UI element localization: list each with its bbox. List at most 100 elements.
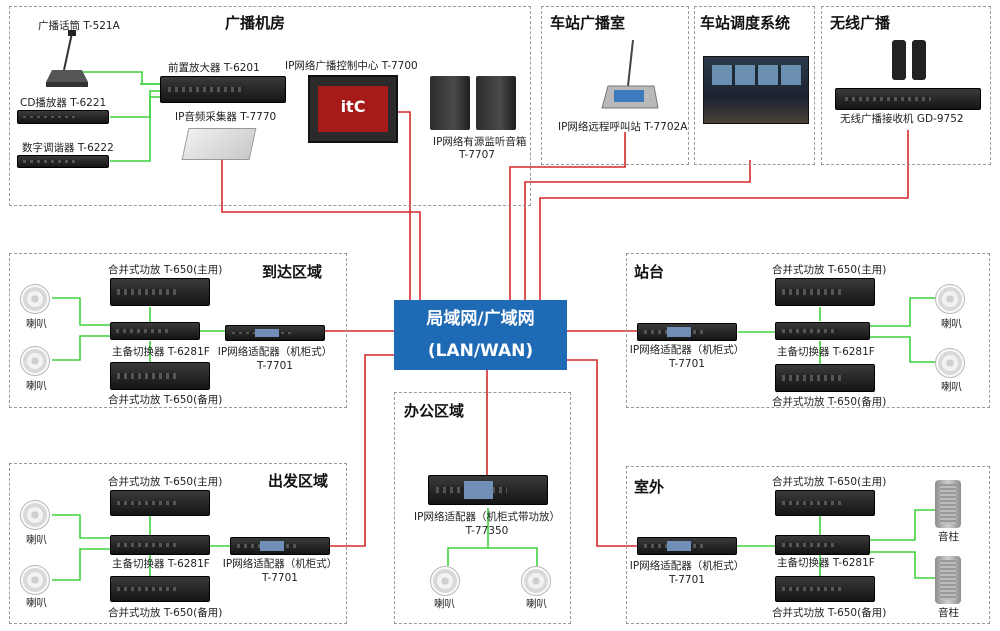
audio-line [870, 509, 935, 541]
arrival-speaker-label: 喇叭 [26, 380, 47, 392]
zone-title-arrival: 到达区域 [262, 263, 323, 281]
zone-office [394, 392, 571, 624]
zone-title-dispatch: 车站调度系统 [700, 14, 791, 32]
zone-dispatch [694, 6, 815, 165]
arrival-speaker-label: 喇叭 [26, 318, 47, 330]
outdoor-amp-main [775, 490, 875, 516]
network-label: 局域网/广域网 [426, 309, 535, 329]
control-center: itC [308, 75, 398, 143]
tuner-label: 数字调谐器 T-6222 [22, 142, 114, 154]
departure-ip-adapter [230, 537, 330, 555]
departure-adapter-model: T-7701 [262, 572, 298, 584]
monitor-speaker-right [476, 76, 516, 130]
outdoor-adapter-model: T-7701 [669, 574, 705, 586]
office-adapter-label: IP网络适配器（机柜式带功放） [414, 511, 560, 523]
arrival-switcher-label: 主备切换器 T-6281F [112, 346, 210, 358]
arrival-switcher [110, 322, 200, 340]
office-speaker-icon [430, 566, 460, 596]
platform-speaker-label: 喇叭 [941, 381, 962, 393]
arrival-adapter-model: T-7701 [257, 360, 293, 372]
office-speaker-label: 喇叭 [434, 598, 455, 610]
outdoor-column-label: 音柱 [938, 607, 959, 619]
platform-ip-adapter [637, 323, 737, 341]
office-speaker-icon [521, 566, 551, 596]
platform-speaker-icon [935, 284, 965, 314]
platform-switcher [775, 322, 870, 340]
network-line [567, 359, 637, 547]
audio-line [870, 297, 948, 327]
outdoor-switcher [775, 535, 870, 555]
departure-amp-backup-label: 合并式功放 T-650(备用) [108, 607, 223, 619]
zone-title-wireless: 无线广播 [830, 14, 891, 32]
departure-switcher [110, 535, 210, 555]
network-line [524, 160, 751, 300]
arrival-ip-adapter [225, 325, 325, 341]
audio-line [447, 508, 489, 566]
platform-adapter-model: T-7701 [669, 358, 705, 370]
audio-collector [181, 128, 257, 160]
departure-amp-main [110, 490, 210, 516]
network-line [330, 354, 394, 547]
departure-amp-backup [110, 576, 210, 602]
zone-wireless [821, 6, 991, 165]
platform-speaker-icon [935, 348, 965, 378]
outdoor-column-speaker-icon [935, 556, 961, 604]
cd-player [17, 110, 109, 124]
audio-line [52, 335, 110, 361]
outdoor-amp-main-label: 合并式功放 T-650(主用) [772, 476, 887, 488]
zone-title-platform: 站台 [634, 263, 665, 281]
departure-amp-main-label: 合并式功放 T-650(主用) [108, 476, 223, 488]
network-line [398, 111, 411, 300]
tuner [17, 155, 109, 168]
wireless-receiver-label: 无线广播接收机 GD-9752 [840, 113, 964, 125]
zone-broadcast-room [9, 6, 531, 206]
remote-paging-station-icon [601, 39, 659, 109]
arrival-speaker-icon [20, 346, 50, 376]
dispatch-center-photo [703, 56, 809, 124]
network-sublabel: (LAN/WAN) [427, 341, 534, 361]
audio-line [110, 96, 167, 162]
wireless-receiver [835, 88, 981, 110]
zone-arrival [9, 253, 347, 408]
platform-switcher-label: 主备切换器 T-6281F [777, 346, 875, 358]
network-line [221, 160, 421, 300]
audio-line [870, 336, 948, 363]
platform-speaker-label: 喇叭 [941, 318, 962, 330]
departure-speaker-label: 喇叭 [26, 534, 47, 546]
office-speaker-label: 喇叭 [526, 598, 547, 610]
zone-title-station-room: 车站广播室 [550, 14, 626, 32]
control-center-logo: itC [340, 97, 366, 117]
departure-adapter-label: IP网络适配器（机柜式） [222, 558, 338, 570]
arrival-speaker-icon [20, 284, 50, 314]
audio-collector-label: IP音频采集器 T-7770 [175, 111, 277, 123]
platform-adapter-label: IP网络适配器（机柜式） [629, 344, 745, 356]
preamp [160, 76, 286, 103]
outdoor-ip-adapter [637, 537, 737, 555]
zone-platform [626, 253, 990, 408]
office-ip-adapter-amp [428, 475, 548, 505]
monitor-speaker-left [430, 76, 470, 130]
zone-outdoor [626, 466, 990, 624]
arrival-amp-main-label: 合并式功放 T-650(主用) [108, 264, 223, 276]
departure-speaker-icon [20, 565, 50, 595]
arrival-amp-backup-label: 合并式功放 T-650(备用) [108, 394, 223, 406]
audio-line [488, 547, 538, 566]
outdoor-adapter-label: IP网络适配器（机柜式） [629, 560, 745, 572]
platform-amp-main-label: 合并式功放 T-650(主用) [772, 264, 887, 276]
radio-handset-icon [912, 40, 926, 80]
outdoor-amp-backup [775, 576, 875, 602]
audio-line [52, 297, 110, 326]
platform-amp-main [775, 278, 875, 306]
departure-switcher-label: 主备切换器 T-6281F [112, 558, 210, 570]
zone-title-departure: 出发区域 [268, 472, 329, 490]
cd-player-label: CD播放器 T-6221 [20, 97, 107, 109]
audio-line [870, 551, 935, 579]
network-box: 局域网/广域网 (LAN/WAN) [394, 300, 567, 370]
monitor-speaker-label: IP网络有源监听音箱 [433, 136, 527, 148]
outdoor-switcher-label: 主备切换器 T-6281F [777, 557, 875, 569]
departure-speaker-label: 喇叭 [26, 597, 47, 609]
network-line [509, 132, 626, 300]
monitor-speaker-model: T-7707 [459, 149, 495, 161]
control-center-screen [317, 85, 389, 133]
